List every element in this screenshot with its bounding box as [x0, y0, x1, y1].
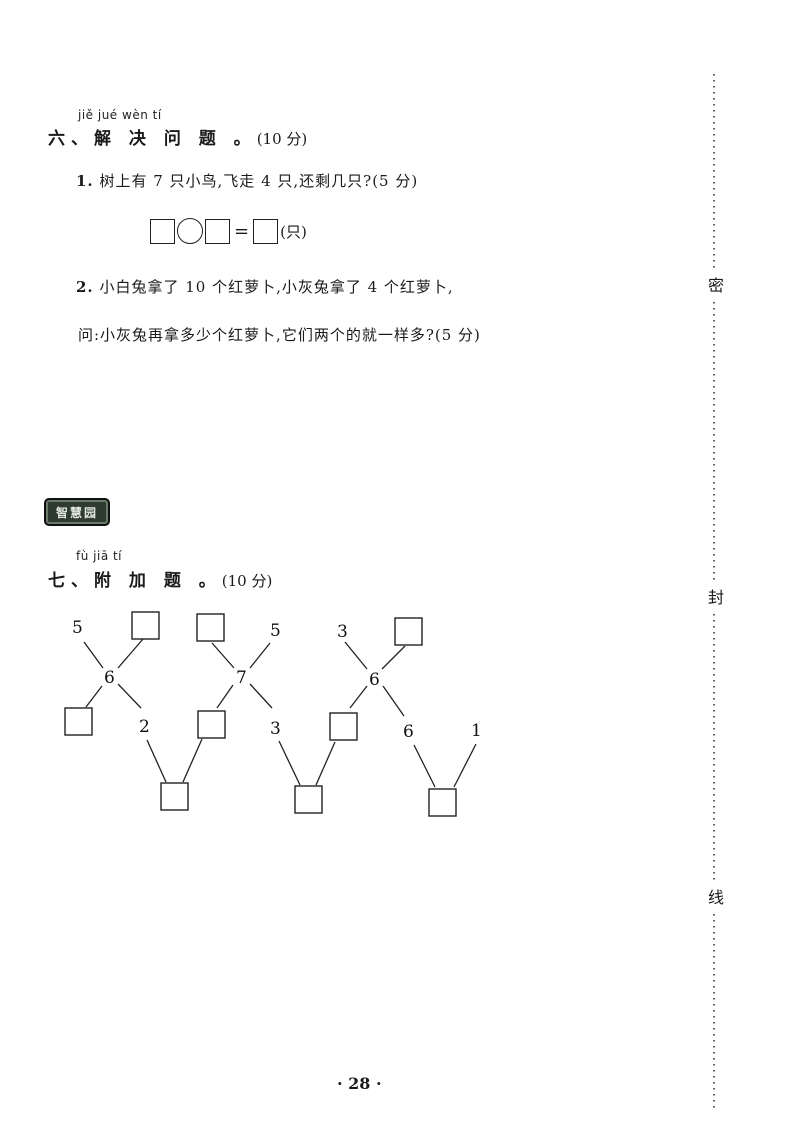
answer-box[interactable] [394, 617, 423, 646]
answer-box-result[interactable] [253, 218, 279, 244]
section7-pinyin: fù jiā tí [76, 549, 123, 563]
bond-line [453, 743, 477, 788]
answer-box[interactable] [428, 788, 457, 817]
bond-line [381, 645, 406, 670]
answer-box[interactable] [196, 613, 225, 642]
answer-box[interactable] [197, 710, 226, 739]
answer-box[interactable] [294, 785, 323, 814]
bond-number: 5 [270, 621, 281, 641]
question-1-text: 树上有 7 只小鸟,飞走 4 只,还剩几只?(5 分) [99, 172, 419, 190]
bond-line [382, 685, 405, 717]
unit-label: (只) [280, 222, 307, 241]
number-bond-diagram: 5 6 2 5 7 3 3 6 6 1 [64, 611, 482, 817]
section7-heading: 七、附 加 题 。(10 分) [48, 566, 272, 591]
seal-label: 线 [708, 880, 725, 912]
section6-score: (10 分) [256, 130, 308, 148]
wisdom-badge: 智慧园 [44, 498, 110, 526]
section6-heading: 六、解 决 问 题 。(10 分) [48, 124, 307, 149]
question-2-number: 2. [76, 278, 94, 296]
question-1-number: 1. [76, 172, 94, 190]
page-number: · 28 · [337, 1074, 382, 1093]
bond-number: 7 [236, 668, 247, 688]
section7-score: (10 分) [221, 572, 273, 590]
question-2-text-line2: 问:小灰兔再拿多少个红萝卜,它们两个的就一样多?(5 分) [78, 326, 481, 344]
question-1-equation: = (只) [150, 218, 307, 244]
section6-title: 六、解 决 问 题 。 [48, 129, 257, 149]
question-2-text-line1: 小白兔拿了 10 个红萝卜,小灰兔拿了 4 个红萝卜, [99, 278, 454, 296]
answer-box-minuend[interactable] [150, 218, 175, 244]
equals-sign: = [234, 220, 250, 242]
bond-number: 6 [403, 722, 414, 742]
section6-pinyin: jiě jué wèn tí [78, 108, 162, 122]
section7-title: 七、附 加 题 。 [48, 571, 222, 591]
bond-line [85, 685, 103, 708]
answer-box[interactable] [64, 707, 93, 736]
bond-number: 6 [104, 668, 115, 688]
bond-line [249, 683, 273, 709]
bond-line [249, 642, 271, 669]
bond-line [315, 741, 336, 786]
answer-box-subtrahend[interactable] [205, 218, 230, 244]
bond-number: 3 [337, 622, 348, 642]
bond-line [349, 685, 368, 709]
bond-line [182, 738, 203, 783]
bond-number: 2 [139, 717, 150, 737]
bond-line [117, 683, 142, 709]
answer-box[interactable] [160, 782, 189, 811]
bond-line [83, 641, 104, 669]
question-2-line1: 2. 小白兔拿了 10 个红萝卜,小灰兔拿了 4 个红萝卜, [76, 276, 454, 297]
seal-label: 封 [708, 580, 725, 612]
bond-line [278, 740, 301, 786]
bond-line [117, 638, 144, 669]
operator-circle[interactable] [177, 218, 203, 244]
bond-number: 1 [471, 721, 482, 741]
bond-line [344, 641, 368, 670]
answer-box[interactable] [329, 712, 358, 741]
answer-box[interactable] [131, 611, 160, 640]
seal-label: 密 [708, 268, 725, 300]
bond-line [413, 744, 436, 788]
bond-number: 3 [270, 719, 281, 739]
bond-line [146, 739, 167, 783]
bond-number: 6 [369, 670, 380, 690]
seal-dotted-line [713, 74, 715, 1108]
bond-line [211, 642, 235, 669]
bond-line [216, 684, 234, 709]
question-1: 1. 树上有 7 只小鸟,飞走 4 只,还剩几只?(5 分) [76, 170, 418, 191]
bond-number: 5 [72, 618, 83, 638]
